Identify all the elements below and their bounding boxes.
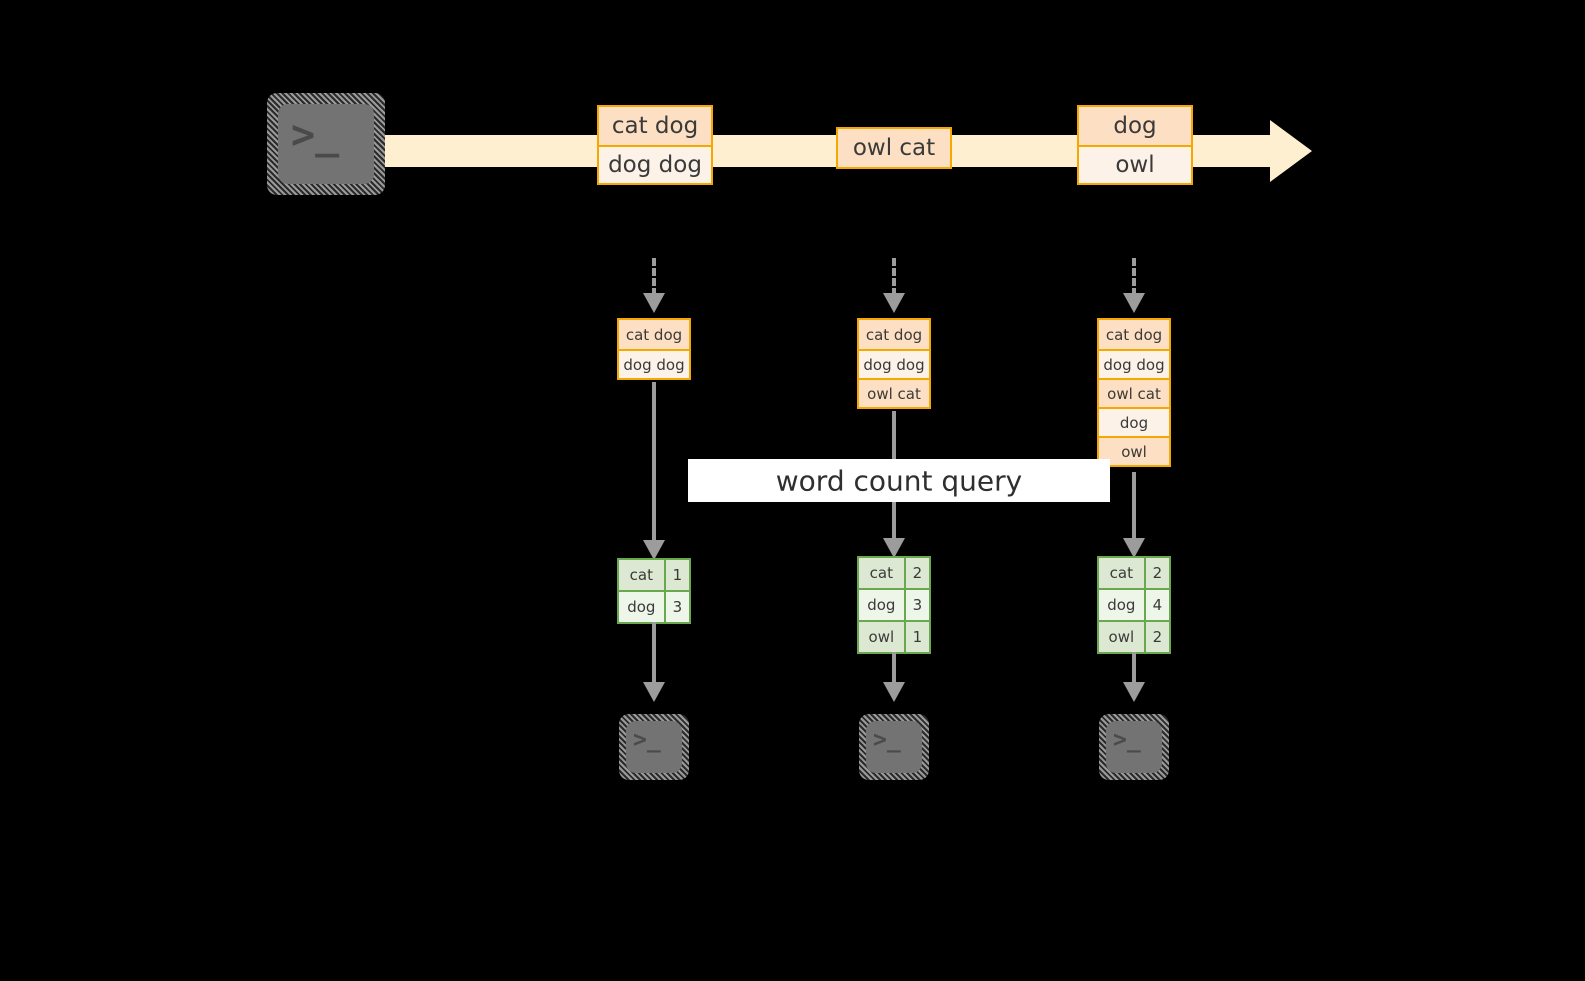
- stream-to-snapshot-arrowhead-2-icon: [883, 293, 905, 313]
- query-arrowhead-3-icon: [1123, 538, 1145, 558]
- snapshot-input-2[interactable]: cat dog dog dog owl cat: [857, 318, 931, 409]
- snapshot-input-line: owl: [1099, 436, 1169, 465]
- stream-event-1[interactable]: cat dog dog dog: [597, 105, 713, 185]
- terminal-prompt-glyph: >_: [873, 727, 901, 753]
- snapshot-input-3[interactable]: cat dog dog dog owl cat dog owl: [1097, 318, 1171, 467]
- stream-event-3[interactable]: dog owl: [1077, 105, 1193, 185]
- snapshot-input-line: cat dog: [1099, 320, 1169, 349]
- stream-event-2[interactable]: owl cat: [836, 127, 952, 169]
- snapshot-input-line: owl cat: [859, 378, 929, 407]
- result-count: 1: [663, 560, 689, 590]
- query-arrowhead-2-icon: [883, 538, 905, 558]
- result-row: owl 2: [1099, 620, 1169, 652]
- sink-terminal-icon-2[interactable]: >_: [859, 714, 929, 780]
- snapshot-input-line: cat dog: [859, 320, 929, 349]
- stream-event-line: dog dog: [599, 145, 711, 183]
- terminal-prompt-glyph: >_: [633, 727, 661, 753]
- result-count: 2: [1143, 622, 1169, 652]
- source-terminal-icon[interactable]: >_: [267, 93, 385, 195]
- query-line-3: [1132, 472, 1136, 554]
- snapshot-input-1[interactable]: cat dog dog dog: [617, 318, 691, 380]
- stream-event-line: owl: [1079, 145, 1191, 183]
- result-row: dog 3: [859, 588, 929, 620]
- result-row: dog 3: [619, 590, 689, 622]
- terminal-face: [866, 721, 922, 773]
- result-table-3[interactable]: cat 2 dog 4 owl 2: [1097, 556, 1171, 654]
- sink-terminal-icon-1[interactable]: >_: [619, 714, 689, 780]
- result-word: owl: [859, 622, 904, 652]
- sink-line-3: [1132, 652, 1136, 694]
- result-word: dog: [619, 592, 664, 622]
- stream-to-snapshot-dashed-line-3: [1132, 258, 1136, 296]
- result-word: dog: [1099, 590, 1144, 620]
- result-row: cat 1: [619, 560, 689, 590]
- stream-event-line: owl cat: [838, 129, 950, 167]
- result-word: cat: [619, 560, 664, 590]
- sink-arrowhead-3-icon: [1123, 682, 1145, 702]
- sink-terminal-icon-3[interactable]: >_: [1099, 714, 1169, 780]
- snapshot-input-line: cat dog: [619, 320, 689, 349]
- sink-arrowhead-2-icon: [883, 682, 905, 702]
- snapshot-input-line: dog dog: [619, 349, 689, 378]
- result-table-1[interactable]: cat 1 dog 3: [617, 558, 691, 624]
- snapshot-input-line: dog dog: [859, 349, 929, 378]
- result-row: cat 2: [859, 558, 929, 588]
- result-count: 3: [903, 590, 929, 620]
- result-row: dog 4: [1099, 588, 1169, 620]
- stream-to-snapshot-dashed-line-1: [652, 258, 656, 296]
- terminal-face: [278, 104, 374, 184]
- snapshot-input-line: dog: [1099, 407, 1169, 436]
- result-table-2[interactable]: cat 2 dog 3 owl 1: [857, 556, 931, 654]
- snapshot-input-line: dog dog: [1099, 349, 1169, 378]
- result-count: 2: [903, 558, 929, 588]
- query-label-band: word count query: [688, 459, 1110, 502]
- stream-to-snapshot-arrowhead-3-icon: [1123, 293, 1145, 313]
- result-count: 1: [903, 622, 929, 652]
- snapshot-input-line: owl cat: [1099, 378, 1169, 407]
- query-line-1: [652, 382, 656, 554]
- terminal-face: [1106, 721, 1162, 773]
- sink-arrowhead-1-icon: [643, 682, 665, 702]
- terminal-prompt-glyph: >_: [1113, 727, 1141, 753]
- stream-to-snapshot-dashed-line-2: [892, 258, 896, 296]
- result-count: 2: [1143, 558, 1169, 588]
- result-word: owl: [1099, 622, 1144, 652]
- query-arrowhead-1-icon: [643, 540, 665, 560]
- terminal-prompt-glyph: >_: [291, 112, 340, 158]
- stream-to-snapshot-arrowhead-1-icon: [643, 293, 665, 313]
- sink-line-2: [892, 652, 896, 694]
- stream-event-line: dog: [1079, 107, 1191, 145]
- query-label-text: word count query: [775, 464, 1023, 497]
- result-count: 4: [1143, 590, 1169, 620]
- result-row: cat 2: [1099, 558, 1169, 588]
- result-word: cat: [1099, 558, 1144, 588]
- sink-line-1: [652, 622, 656, 694]
- result-row: owl 1: [859, 620, 929, 652]
- stream-event-line: cat dog: [599, 107, 711, 145]
- result-word: dog: [859, 590, 904, 620]
- terminal-face: [626, 721, 682, 773]
- result-count: 3: [663, 592, 689, 622]
- result-word: cat: [859, 558, 904, 588]
- stream-arrowhead-icon: [1270, 120, 1312, 182]
